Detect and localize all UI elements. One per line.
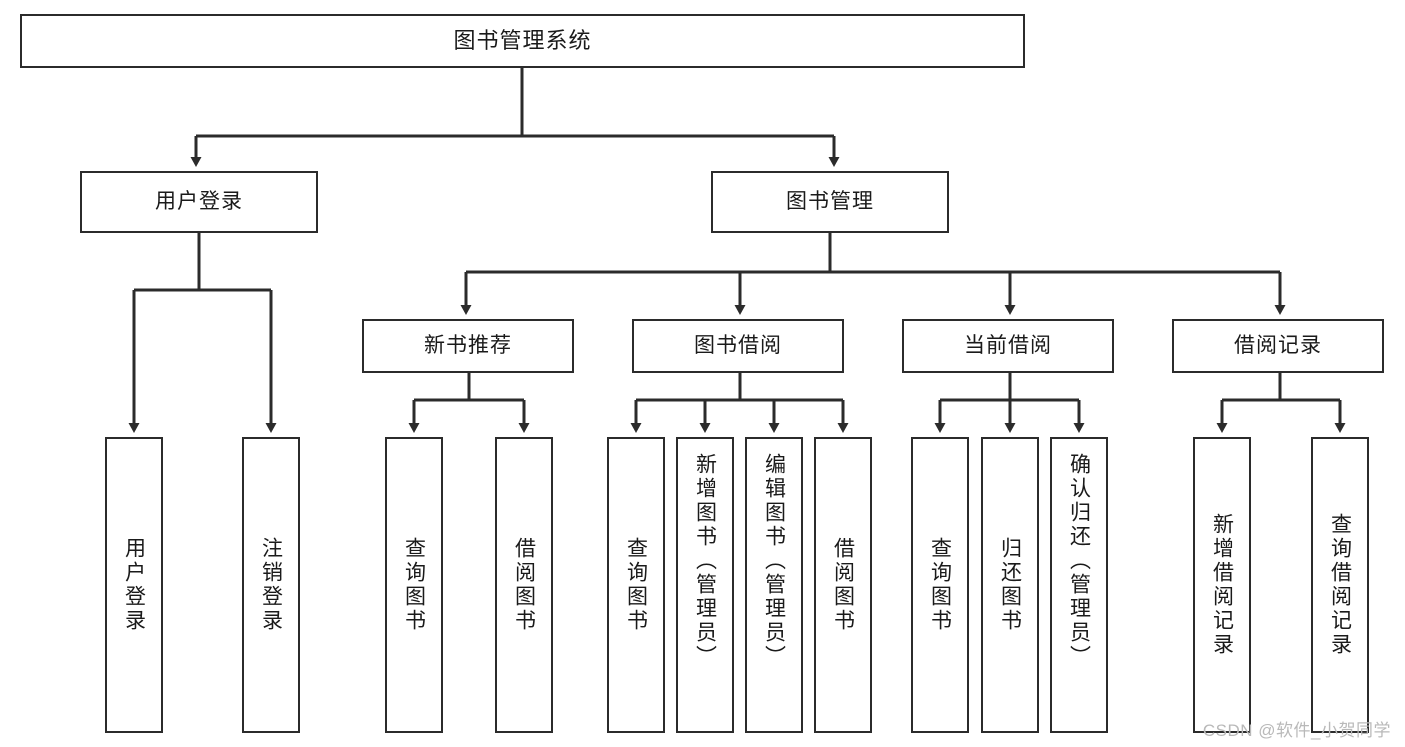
node-label: 借阅记录 (1234, 333, 1322, 357)
leaf-record-add-borrow-record[interactable]: 新增借阅记录 (1193, 437, 1251, 733)
node-label: 查询借阅记录 (1328, 513, 1352, 657)
leaf-borrow-query-book[interactable]: 查询图书 (607, 437, 665, 733)
node-label: 用户登录 (122, 537, 146, 633)
node-label: 用户登录 (155, 189, 243, 213)
node-label: 图书管理 (786, 189, 874, 213)
node-label: 新书推荐 (424, 333, 512, 357)
node-new-book-recommend[interactable]: 新书推荐 (362, 319, 574, 373)
node-label: 查询图书 (624, 537, 648, 633)
node-label: 图书管理系统 (453, 28, 592, 54)
leaf-borrow-add-book-admin[interactable]: 新增图书（管理员） (676, 437, 734, 733)
node-current-borrow[interactable]: 当前借阅 (902, 319, 1114, 373)
leaf-borrow-borrow-book[interactable]: 借阅图书 (814, 437, 872, 733)
node-label: 新增图书（管理员） (693, 453, 717, 669)
watermark-text: CSDN @软件_小贺同学 (1202, 721, 1391, 740)
leaf-current-query-book[interactable]: 查询图书 (911, 437, 969, 733)
node-user-login[interactable]: 用户登录 (80, 171, 318, 233)
node-label: 注销登录 (259, 537, 283, 633)
node-book-borrow[interactable]: 图书借阅 (632, 319, 844, 373)
node-book-management[interactable]: 图书管理 (711, 171, 949, 233)
node-label: 当前借阅 (964, 333, 1052, 357)
node-label: 借阅图书 (512, 537, 536, 633)
node-borrow-record[interactable]: 借阅记录 (1172, 319, 1384, 373)
leaf-current-confirm-return-admin[interactable]: 确认归还（管理员） (1050, 437, 1108, 733)
node-label: 确认归还（管理员） (1067, 453, 1091, 669)
leaf-user-login[interactable]: 用户登录 (105, 437, 163, 733)
node-label: 编辑图书（管理员） (762, 453, 786, 669)
node-root-system[interactable]: 图书管理系统 (20, 14, 1025, 68)
leaf-recommend-query-book[interactable]: 查询图书 (385, 437, 443, 733)
leaf-logout[interactable]: 注销登录 (242, 437, 300, 733)
node-label: 新增借阅记录 (1210, 513, 1234, 657)
node-label: 查询图书 (928, 537, 952, 633)
leaf-record-query-borrow-record[interactable]: 查询借阅记录 (1311, 437, 1369, 733)
node-label: 图书借阅 (694, 333, 782, 357)
leaf-recommend-borrow-book[interactable]: 借阅图书 (495, 437, 553, 733)
node-label: 借阅图书 (831, 537, 855, 633)
leaf-current-return-book[interactable]: 归还图书 (981, 437, 1039, 733)
node-label: 查询图书 (402, 537, 426, 633)
node-label: 归还图书 (998, 537, 1022, 633)
leaf-borrow-edit-book-admin[interactable]: 编辑图书（管理员） (745, 437, 803, 733)
